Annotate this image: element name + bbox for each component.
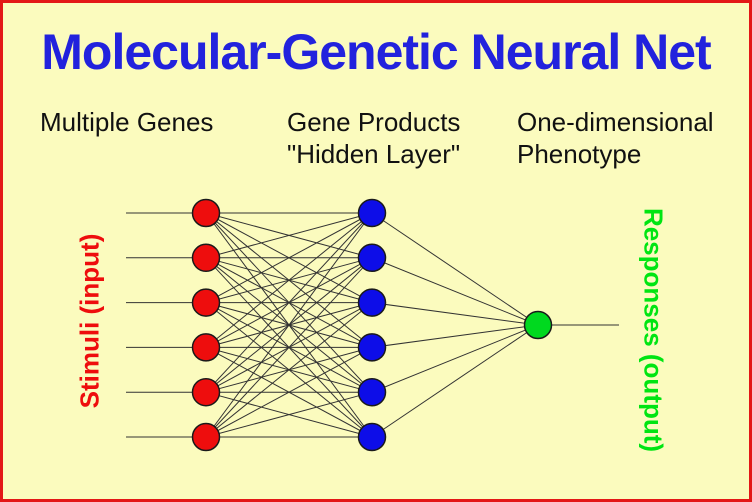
column-label-phenotype: One-dimensional Phenotype (517, 106, 714, 170)
input-hidden-edge (205, 346, 373, 438)
hidden-output-edge (371, 302, 539, 326)
hidden-node (357, 288, 387, 317)
responses-output-label: Responses (output) (638, 207, 669, 453)
column-label-line: One-dimensional (517, 107, 714, 137)
hidden-output-edge (371, 212, 539, 326)
hidden-output-edge (371, 324, 539, 438)
input-hidden-edge (205, 302, 373, 438)
input-node (191, 333, 221, 362)
neural-network-diagram (126, 198, 619, 452)
input-hidden-edge (205, 212, 373, 348)
input-hidden-edge (205, 212, 373, 393)
hidden-node (357, 422, 387, 452)
input-node (191, 243, 221, 273)
column-label-multiple-genes: Multiple Genes (40, 106, 213, 138)
input-node (191, 422, 221, 452)
input-hidden-edge (205, 212, 373, 304)
hidden-node (357, 198, 387, 228)
input-node (191, 377, 221, 407)
input-hidden-edge (205, 391, 373, 438)
hidden-output-edge (371, 257, 539, 326)
input-hidden-edge (205, 257, 373, 438)
column-label-gene-products: Gene Products "Hidden Layer" (287, 106, 460, 170)
hidden-node (357, 377, 387, 407)
column-label-line: "Hidden Layer" (287, 139, 461, 169)
hidden-node (357, 333, 387, 362)
output-node (523, 310, 553, 340)
input-hidden-edge (205, 212, 373, 259)
stimuli-input-label: Stimuli (input) (74, 233, 105, 409)
input-node (191, 198, 221, 228)
hidden-output-edge (371, 324, 539, 393)
input-node (191, 288, 221, 317)
column-label-line: Gene Products (287, 107, 461, 137)
hidden-output-edge (371, 324, 539, 348)
page-title: Molecular-Genetic Neural Net (41, 24, 711, 80)
input-hidden-edge (205, 212, 373, 438)
hidden-node (357, 243, 387, 273)
column-label-line: Phenotype (517, 139, 642, 169)
column-label-line: Multiple Genes (40, 107, 214, 137)
